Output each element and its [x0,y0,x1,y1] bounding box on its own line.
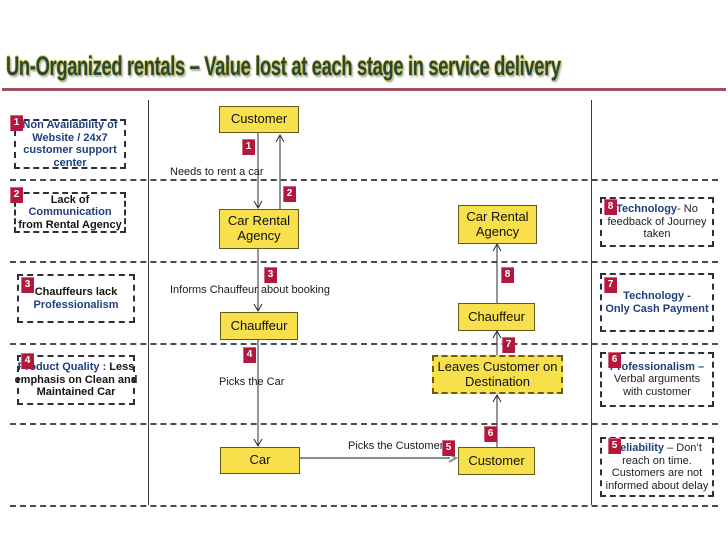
lane-divider-left [148,100,149,505]
flow-badge-8: 8 [501,267,514,283]
label-picks-the-customer: Picks the Customer [348,440,444,452]
label-picks-the-car: Picks the Car [219,376,285,388]
stage-separator-3 [10,343,718,345]
lane-divider-right [591,100,592,505]
node-chauffeur-left: Chauffeur [220,312,298,340]
stage-separator-4 [10,423,718,425]
note-badge-8: 8 [604,199,617,215]
node-customer-top: Customer [219,106,299,133]
note-badge-5: 5 [608,438,621,454]
stage-separator-2 [10,261,718,263]
flow-badge-7: 7 [502,337,515,353]
note-badge-7: 7 [604,277,617,293]
note-badge-4: 4 [21,353,34,369]
flow-badge-5: 5 [442,440,455,456]
stage-separator-1 [10,179,718,181]
label-needs-to-rent: Needs to rent a car [170,166,264,178]
label-informs-chauffeur: Informs Chauffeur about booking [170,284,331,296]
node-car-rental-agency-left: Car Rental Agency [219,209,299,249]
note-technology-cash-payment: Technology -Only Cash Payment [600,273,714,332]
flow-badge-2: 2 [283,186,296,202]
note-badge-3: 3 [21,277,34,293]
note-badge-1: 1 [10,115,23,131]
node-customer-right: Customer [458,447,535,475]
stage-separator-5 [10,505,718,507]
flow-badge-3: 3 [264,267,277,283]
note-badge-6: 6 [608,352,621,368]
node-car-rental-agency-right: Car Rental Agency [458,205,537,244]
title-underline [2,88,726,91]
node-leaves-customer: Leaves Customer on Destination [432,355,563,394]
flow-badge-6: 6 [484,426,497,442]
flow-badge-1: 1 [242,139,255,155]
page-title: Un-Organized rentals – Value lost at eac… [6,51,561,81]
node-chauffeur-right: Chauffeur [458,303,535,331]
note-badge-2: 2 [10,187,23,203]
node-car: Car [220,447,300,474]
flow-badge-4: 4 [243,347,256,363]
